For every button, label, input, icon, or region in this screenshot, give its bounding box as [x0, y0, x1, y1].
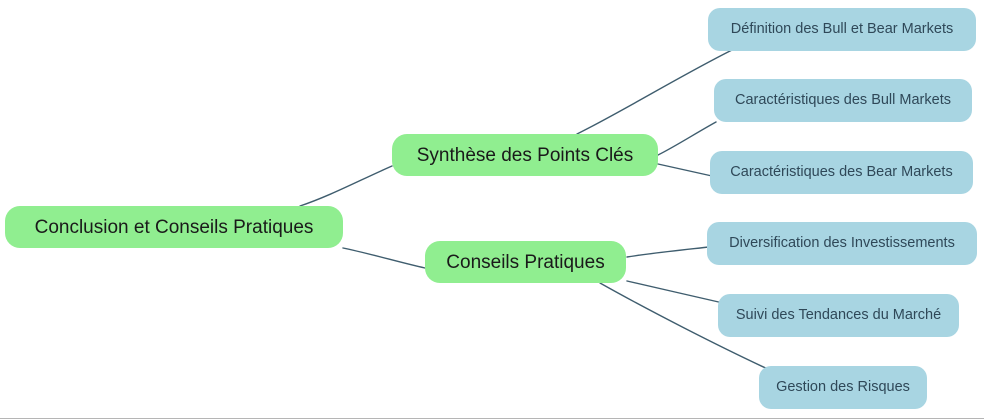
mindmap-leaf-diversification[interactable]: Diversification des Investissements: [707, 222, 977, 265]
edge-conseils-to-diversification: [626, 246, 710, 258]
edge-root-to-conseils: [342, 247, 426, 269]
mindmap-leaf-label: Diversification des Investissements: [729, 235, 955, 252]
mindmap-leaf-definition-bull-bear[interactable]: Définition des Bull et Bear Markets: [708, 8, 976, 51]
mindmap-leaf-caracteristiques-bear[interactable]: Caractéristiques des Bear Markets: [710, 151, 973, 194]
mindmap-leaf-gestion-risques[interactable]: Gestion des Risques: [759, 366, 927, 409]
mindmap-branch-label: Conseils Pratiques: [446, 251, 605, 273]
mindmap-leaf-label: Caractéristiques des Bull Markets: [735, 92, 951, 109]
mindmap-root-node[interactable]: Conclusion et Conseils Pratiques: [5, 206, 343, 248]
mindmap-leaf-label: Gestion des Risques: [776, 379, 910, 396]
mindmap-branch-label: Synthèse des Points Clés: [416, 144, 634, 166]
mindmap-branch-conseils[interactable]: Conseils Pratiques: [425, 241, 626, 283]
mindmap-root-label: Conclusion et Conseils Pratiques: [34, 216, 314, 238]
mindmap-leaf-label: Définition des Bull et Bear Markets: [730, 21, 954, 38]
mindmap-leaf-label: Suivi des Tendances du Marché: [735, 307, 942, 324]
mindmap-leaf-suivi-tendances[interactable]: Suivi des Tendances du Marché: [718, 294, 959, 337]
mindmap-branch-synthese[interactable]: Synthèse des Points Clés: [392, 134, 658, 176]
edge-root-to-synthese: [299, 165, 393, 207]
mindmap-leaf-label: Caractéristiques des Bear Markets: [730, 164, 953, 181]
edge-synthese-to-bear: [657, 163, 713, 177]
edge-synthese-to-bull: [657, 121, 717, 156]
edge-conseils-to-suivi: [626, 280, 724, 304]
mindmap-leaf-caracteristiques-bull[interactable]: Caractéristiques des Bull Markets: [714, 79, 972, 122]
edge-synthese-to-definition: [576, 49, 733, 135]
